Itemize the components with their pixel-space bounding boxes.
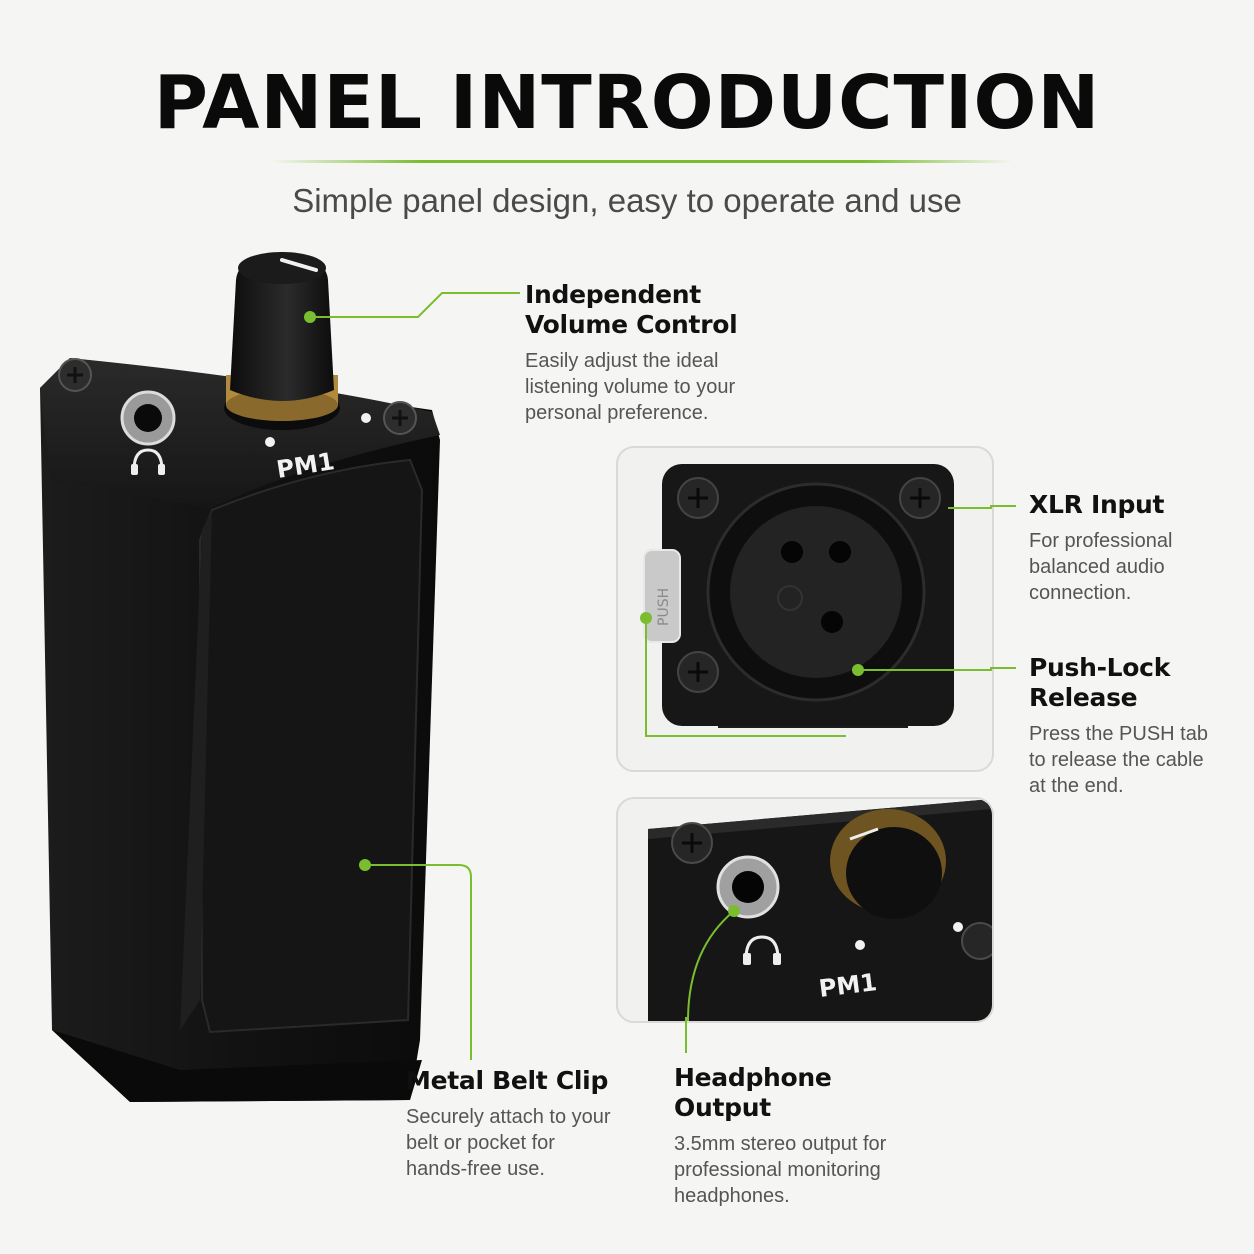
headphone-jack-illustration: PM1 (648, 799, 992, 1021)
feature-description: personal preference. (525, 402, 709, 424)
screw-icon (961, 922, 992, 960)
screw-icon (899, 477, 941, 519)
feature-headphone-output: Headphone Output 3.5mm stereo output for… (674, 1063, 934, 1209)
title-divider (272, 160, 1012, 163)
feature-title: Release (1029, 683, 1138, 712)
xlr-input-panel: PUSH (616, 446, 994, 772)
headphone-output-panel: PM1 (616, 797, 994, 1023)
screw-icon (383, 401, 417, 435)
feature-title: Metal Belt Clip (406, 1066, 609, 1095)
feature-push-lock-release: Push-Lock Release Press the PUSH tab to … (1029, 653, 1251, 799)
volume-callout-line (304, 292, 520, 323)
feature-volume-control: Independent Volume Control Easily adjust… (525, 280, 845, 426)
feature-title: XLR Input (1029, 490, 1165, 519)
feature-description: For professional (1029, 530, 1173, 552)
screw-icon (677, 477, 719, 519)
feature-title: Push-Lock (1029, 653, 1171, 682)
feature-description: listening volume to your (525, 376, 736, 398)
feature-description: balanced audio (1029, 556, 1165, 578)
feature-metal-belt-clip: Metal Belt Clip Securely attach to your … (406, 1066, 656, 1182)
feature-xlr-input: XLR Input For professional balanced audi… (1029, 490, 1249, 606)
screw-icon (677, 651, 719, 693)
volume-knob-icon (830, 809, 946, 919)
screw-icon (671, 822, 713, 864)
feature-description: at the end. (1029, 775, 1124, 797)
feature-description: Easily adjust the ideal (525, 350, 719, 372)
feature-description: Press the PUSH tab (1029, 723, 1208, 745)
feature-description: 3.5mm stereo output for (674, 1133, 887, 1155)
feature-description: to release the cable (1029, 749, 1204, 771)
xlr-socket-icon (730, 506, 902, 678)
page-title: PANEL INTRODUCTION (153, 60, 1101, 146)
feature-description: connection. (1029, 582, 1132, 604)
volume-knob-icon (224, 252, 340, 430)
beltclip-callout-line (359, 859, 472, 1060)
headphone-icon (743, 935, 781, 965)
screw-icon (58, 358, 92, 392)
feature-title: Volume Control (525, 310, 738, 339)
device-illustration: PM1 (40, 252, 440, 1102)
feature-description: headphones. (674, 1185, 790, 1207)
feature-title: Independent (525, 280, 701, 309)
feature-title: Headphone Output (674, 1063, 832, 1122)
headphone-icon (131, 448, 165, 475)
feature-description: professional monitoring (674, 1159, 881, 1181)
feature-description: hands-free use. (406, 1158, 545, 1180)
feature-description: belt or pocket for (406, 1132, 555, 1154)
page-subtitle: Simple panel design, easy to operate and… (292, 182, 962, 219)
push-tab-label: PUSH (656, 588, 672, 626)
xlr-callout-extension (990, 505, 1016, 669)
feature-description: Securely attach to your (406, 1106, 611, 1128)
xlr-connector-illustration: PUSH (640, 464, 992, 737)
headphone-callout-extension (685, 1017, 687, 1053)
